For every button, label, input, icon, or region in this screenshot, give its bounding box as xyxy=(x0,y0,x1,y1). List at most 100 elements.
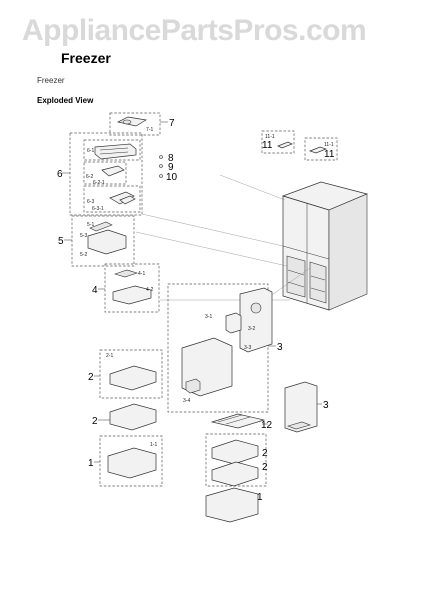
part-11a-shape xyxy=(277,141,293,149)
callout-5-3: 5-3 xyxy=(80,233,87,239)
part-6-1-box xyxy=(83,139,141,161)
part-group-4: 4 4-1 4-2 xyxy=(92,263,160,313)
callout-6-1: 6-1 xyxy=(87,148,94,154)
callout-11b: 11 xyxy=(324,149,335,160)
part-1a-shape xyxy=(107,447,157,479)
cabinet-shelf-lines xyxy=(287,269,326,293)
part-group-7: 7 7-1 xyxy=(109,112,175,136)
part-group-12: 12 xyxy=(210,413,273,431)
part-12-shape xyxy=(210,413,266,429)
part-2d-shape xyxy=(211,461,259,487)
freezer-right-compartment xyxy=(309,261,327,304)
callout-3-3: 3-3 xyxy=(244,345,251,351)
callout-11b-1: 11-1 xyxy=(324,142,334,148)
watermark-text: AppliancePartsPros.com xyxy=(22,14,367,47)
part-2a-shape xyxy=(109,365,157,391)
callout-10: 10 xyxy=(166,172,178,183)
part-7-knob xyxy=(122,119,132,125)
callout-2c: 2 xyxy=(262,448,268,459)
part-3a-box xyxy=(167,283,269,413)
part-4-shape xyxy=(112,285,152,305)
part-group-3a: 3 3-1 3-2 3-3 3-4 xyxy=(167,283,283,413)
refrigerator-cabinet xyxy=(281,181,369,311)
part-7-shape xyxy=(116,116,147,127)
part-8-icon xyxy=(159,155,163,159)
page-title: Freezer xyxy=(61,50,111,66)
cabinet-side xyxy=(328,193,368,311)
callout-1-1: 1-1 xyxy=(150,442,157,448)
part-6-1-detail xyxy=(99,147,129,155)
part-6-2-box xyxy=(83,161,127,185)
part-5-box xyxy=(71,215,135,267)
callout-11a: 11 xyxy=(262,140,273,151)
part-3-2-shape xyxy=(225,312,242,334)
part-6-3-1-shape xyxy=(119,195,136,205)
part-11b-box xyxy=(304,137,338,161)
guide-line-1 xyxy=(141,213,284,247)
part-7-box xyxy=(109,112,161,136)
part-group-2b: 2 xyxy=(92,403,157,431)
callout-6-2-1: 6-2-1 xyxy=(93,180,105,186)
part-2c-box xyxy=(205,433,267,487)
part-11a-box xyxy=(261,130,295,154)
part-group-11a: 11 11-1 xyxy=(261,130,295,154)
part-6-1-shape xyxy=(94,143,137,160)
part-3-panel xyxy=(239,287,273,353)
part-6-2-shape xyxy=(101,165,125,177)
callout-5-1: 5-1 xyxy=(87,222,94,228)
callout-3-4: 3-4 xyxy=(183,398,190,404)
callout-3a: 3 xyxy=(277,342,283,353)
part-5-shape xyxy=(87,229,127,255)
callout-4: 4 xyxy=(92,285,98,296)
part-3b-shape xyxy=(284,381,318,433)
part-1a-box xyxy=(99,435,163,487)
part-10-icon xyxy=(159,174,163,178)
callout-6-3: 6-3 xyxy=(87,199,94,205)
callout-1a: 1 xyxy=(88,458,94,469)
part-group-8-9-10: 8 9 10 xyxy=(159,153,178,183)
part-2b-shape xyxy=(109,403,157,431)
part-group-3b: 3 xyxy=(284,381,329,433)
callout-4-2: 4-2 xyxy=(146,287,153,293)
part-6-3-box xyxy=(83,185,141,213)
part-1b-shape xyxy=(205,487,259,523)
callout-2-1: 2-1 xyxy=(106,353,113,359)
callout-7: 7 xyxy=(169,118,175,129)
callout-2a: 2 xyxy=(88,372,94,383)
guide-line-2 xyxy=(135,231,288,267)
callout-5-2: 5-2 xyxy=(80,252,87,258)
view-label: Exploded View xyxy=(37,96,94,105)
callout-6: 6 xyxy=(57,169,63,180)
callout-7-1: 7-1 xyxy=(146,127,153,133)
callout-5: 5 xyxy=(58,236,64,247)
callout-4-1: 4-1 xyxy=(138,271,145,277)
freezer-left-compartment xyxy=(286,255,306,298)
part-3-4-shape xyxy=(185,378,201,394)
part-group-6: 6 6-1 6-2 6-2-1 6-3 6-3-1 xyxy=(57,132,143,216)
part-4-box xyxy=(104,263,160,313)
callout-9: 9 xyxy=(168,162,174,173)
part-2c-shape xyxy=(211,439,259,465)
callout-8: 8 xyxy=(168,153,174,164)
door-divider xyxy=(282,245,330,260)
part-group-2a: 2 2-1 xyxy=(88,349,163,399)
callout-11a-1: 11-1 xyxy=(265,134,275,140)
callout-3-2: 3-2 xyxy=(248,326,255,332)
callout-3-1: 3-1 xyxy=(205,314,212,320)
part-6-box xyxy=(69,132,143,216)
part-3b-base xyxy=(287,421,311,430)
part-2a-box xyxy=(99,349,163,399)
part-4-1-shape xyxy=(114,269,138,278)
part-11b-shape xyxy=(308,146,328,154)
callout-6-3-1: 6-3-1 xyxy=(92,206,104,212)
callout-2b: 2 xyxy=(92,416,98,427)
part-group-1b: 1 xyxy=(205,487,263,523)
part-group-2c: 2 2 xyxy=(205,433,268,487)
part-3-fan-icon xyxy=(250,302,262,314)
callout-12: 12 xyxy=(261,420,273,431)
part-12-detail xyxy=(217,414,251,425)
part-group-11b: 11 11-1 xyxy=(304,137,338,161)
section-label: Freezer xyxy=(37,76,65,85)
callout-6-2: 6-2 xyxy=(86,174,93,180)
